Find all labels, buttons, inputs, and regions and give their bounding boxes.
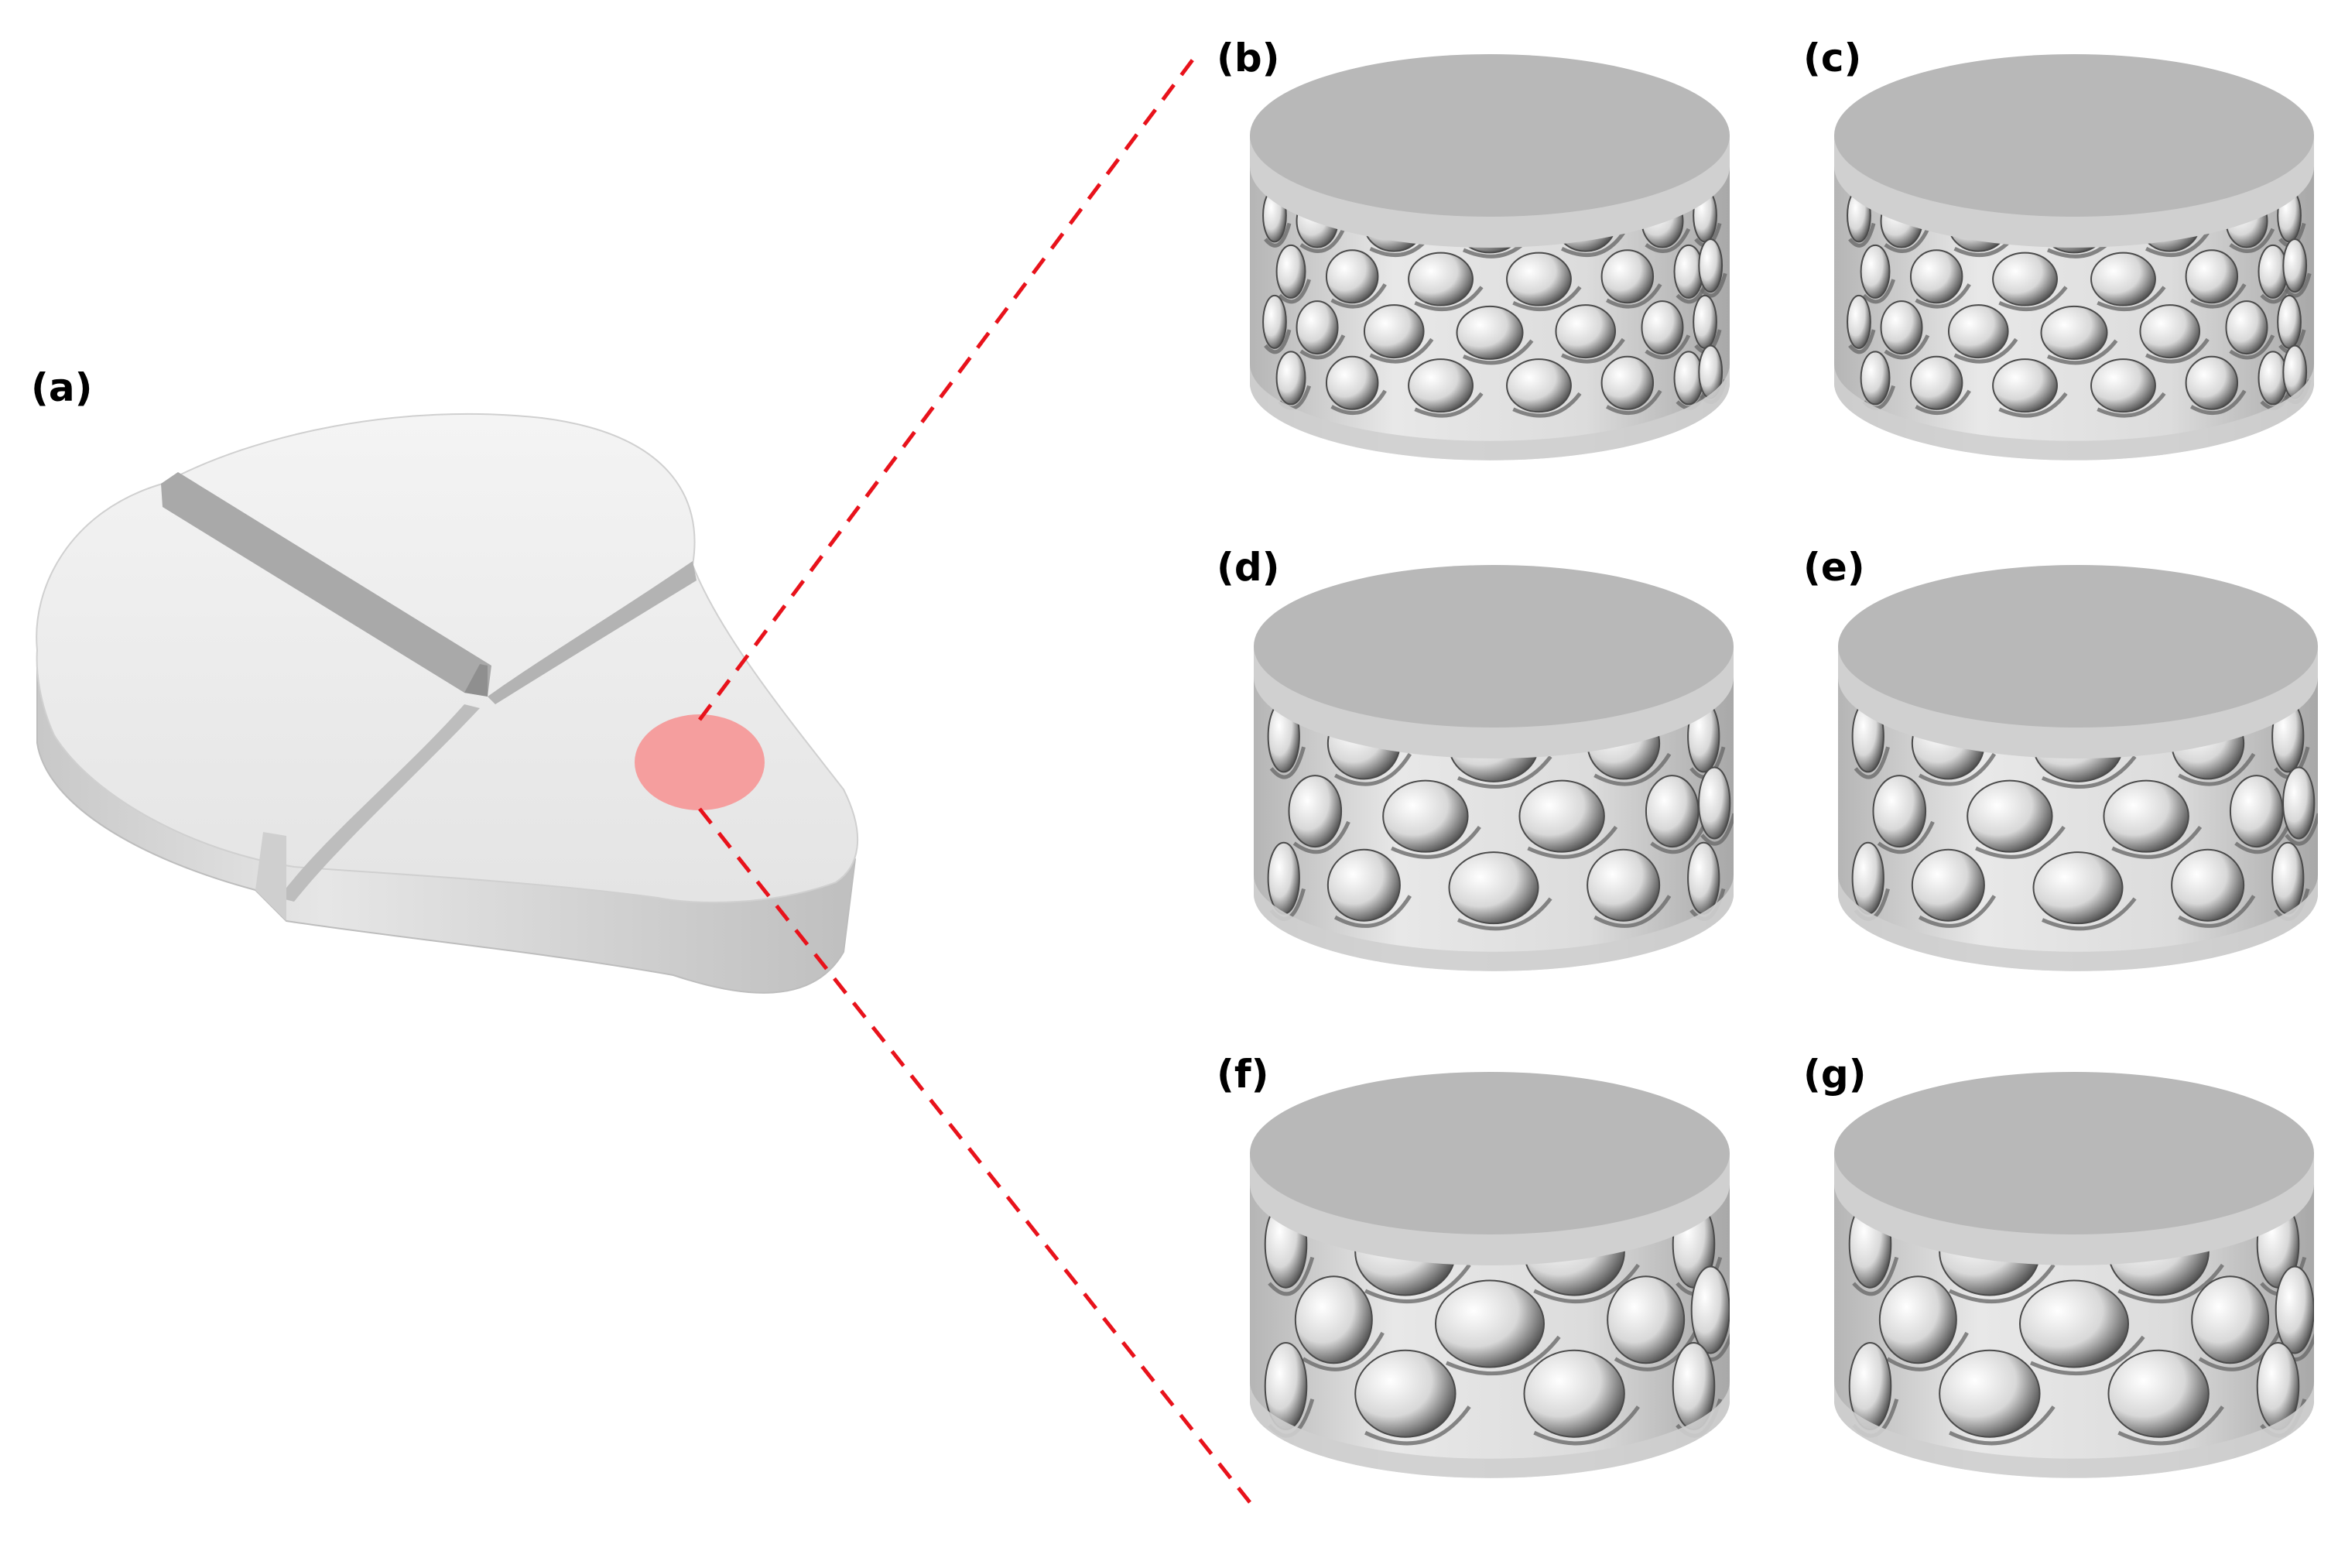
cylinder-top-plate (1250, 1072, 1730, 1234)
zoom-line-lower (698, 807, 1254, 1507)
cylinder-top-plate (1834, 54, 2314, 217)
cylinder-bottom-rim (1834, 364, 2314, 460)
cylinder-bottom-rim (1250, 364, 1730, 460)
cylinder-top-plate (1834, 1072, 2314, 1234)
panel-label-g: (g) (1803, 1052, 1867, 1097)
lattice-cylinder-c (1834, 54, 2314, 460)
panel-label-a: (a) (31, 365, 92, 410)
panel-label-f: (f) (1217, 1052, 1268, 1097)
cylinder-bottom-rim (1838, 875, 2318, 971)
panel-label-b: (b) (1217, 36, 1280, 80)
saddle-cut-lower (279, 704, 480, 902)
highlight-region (635, 714, 765, 810)
lattice-cylinder-e (1838, 565, 2318, 971)
lattice-cylinders (1250, 54, 2318, 1478)
panel-label-e: (e) (1803, 545, 1865, 590)
cylinder-bottom-rim (1250, 1381, 1730, 1478)
bicycle-saddle-model (36, 413, 859, 994)
lattice-cylinder-b (1250, 54, 1730, 460)
lattice-cylinder-d (1254, 565, 1734, 971)
lattice-cylinder-f (1250, 1072, 1730, 1478)
saddle-central-groove (161, 472, 491, 697)
cylinder-top-plate (1250, 54, 1730, 217)
lattice-cylinder-g (1834, 1072, 2314, 1478)
cylinder-top-plate (1838, 565, 2318, 728)
panel-label-c: (c) (1803, 36, 1861, 80)
saddle-cut-upper (488, 561, 697, 704)
cylinder-top-plate (1254, 565, 1734, 728)
zoom-line-upper (697, 51, 1200, 721)
cylinder-bottom-rim (1254, 875, 1734, 971)
panel-label-d: (d) (1217, 545, 1280, 590)
cylinder-bottom-rim (1834, 1381, 2314, 1478)
